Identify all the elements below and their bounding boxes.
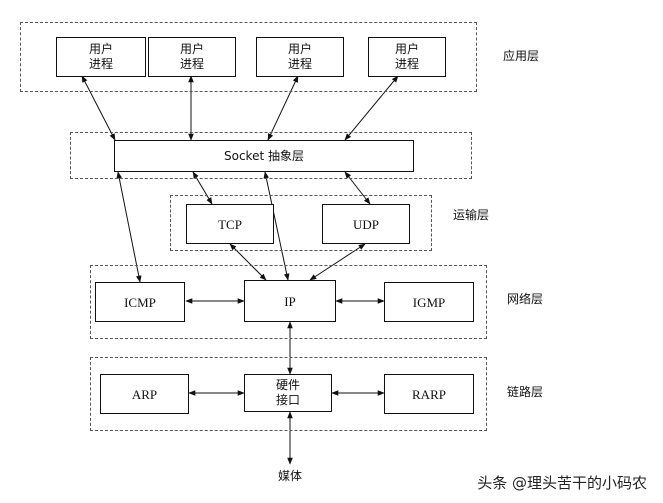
arp-label: ARP <box>131 386 158 402</box>
socket-label: Socket 抽象层 <box>224 148 304 163</box>
hardware-interface-box: 硬件 接口 <box>244 374 332 412</box>
udp-box: UDP <box>322 204 410 244</box>
application-layer-frame <box>20 22 477 92</box>
link-layer-label: 链路层 <box>507 385 544 399</box>
socket-layer-frame <box>70 132 472 179</box>
network-layer-label: 网络层 <box>507 292 544 306</box>
socket-abstraction-box: Socket 抽象层 <box>114 140 414 172</box>
arrow-socket-tcp <box>192 171 213 205</box>
udp-label: UDP <box>352 216 379 232</box>
transport-layer-label: 运输层 <box>453 208 490 222</box>
arrow-socket-ip <box>263 171 290 281</box>
user-process-label: 进程 <box>88 57 113 71</box>
igmp-label: IGMP <box>412 294 446 310</box>
arrow-socket-udp <box>344 171 371 205</box>
user-process-label: 用户 <box>179 42 204 56</box>
icmp-label: ICMP <box>124 294 156 310</box>
hardware-label: 接口 <box>275 393 300 407</box>
watermark-text: 头条 @理头苦干的小码农 <box>477 474 647 492</box>
arrow-process1-socket <box>81 75 116 141</box>
ip-box: IP <box>244 280 336 322</box>
user-process-label: 用户 <box>287 42 312 56</box>
tcp-box: TCP <box>186 204 274 244</box>
rarp-box: RARP <box>384 374 474 414</box>
user-process-label: 进程 <box>179 57 204 71</box>
user-process-label: 用户 <box>394 42 419 56</box>
user-process-label: 进程 <box>394 57 419 71</box>
media-label: 媒体 <box>278 469 303 483</box>
igmp-box: IGMP <box>384 282 474 322</box>
rarp-label: RARP <box>412 386 446 402</box>
transport-layer-frame <box>170 195 432 251</box>
tcp-label: TCP <box>218 216 242 232</box>
user-process-box: 用户 进程 <box>256 37 344 77</box>
user-process-label: 用户 <box>88 42 113 56</box>
hardware-label: 硬件 <box>275 378 300 392</box>
arrow-process3-socket <box>267 75 299 141</box>
arrow-socket-icmp <box>116 171 142 283</box>
arrow-process4-socket <box>344 75 399 141</box>
user-process-box: 用户 进程 <box>56 37 146 77</box>
icmp-box: ICMP <box>95 282 185 322</box>
link-layer-frame <box>90 357 487 431</box>
arp-box: ARP <box>100 374 189 414</box>
network-layer-frame <box>90 265 487 339</box>
user-process-label: 进程 <box>287 57 312 71</box>
user-process-box: 用户 进程 <box>148 37 236 77</box>
user-process-box: 用户 进程 <box>368 37 446 77</box>
application-layer-label: 应用层 <box>503 49 540 63</box>
ip-label: IP <box>284 293 296 309</box>
